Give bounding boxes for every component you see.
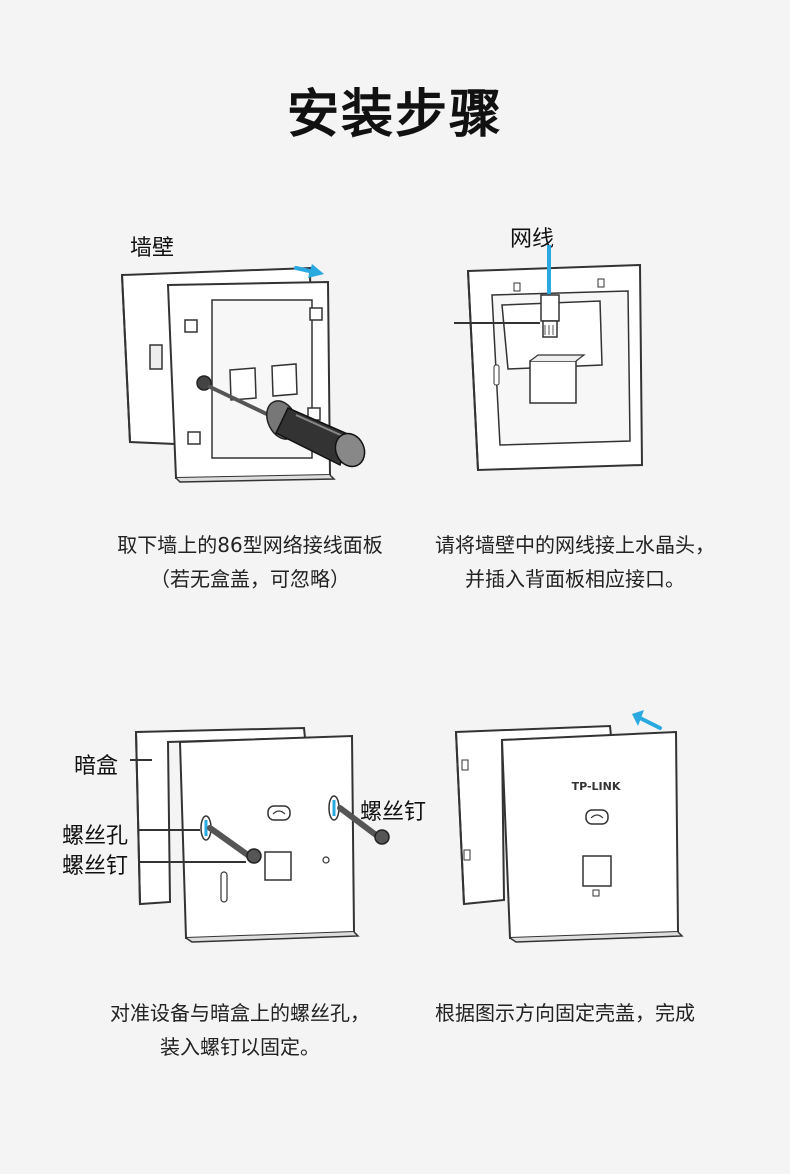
step-2-caption-line-2: 并插入背面板相应接口。 [465, 567, 685, 591]
hole-label: 螺丝孔 [62, 824, 129, 849]
step-1-caption-line-2: （若无盒盖，可忽略） [150, 567, 350, 591]
screw-left-label: 螺丝钉 [62, 854, 129, 879]
step-4-caption: 根据图示方向固定壳盖，完成 [410, 996, 720, 1030]
install-screws-drawing [130, 726, 390, 943]
step-3-illustration: 暗盒 螺丝孔 螺丝钉 螺丝钉 [60, 720, 440, 950]
cable-label: 网线 [510, 227, 555, 252]
step-3-caption-line-1: 对准设备与暗盒上的螺丝孔， [110, 1001, 370, 1025]
step-4-illustration: TP-LINK [440, 700, 700, 950]
connect-cable-drawing [454, 245, 644, 472]
step-2-caption: 请将墙壁中的网线接上水晶头， 并插入背面板相应接口。 [410, 528, 740, 596]
wall-label: 墙壁 [130, 236, 175, 261]
brand-logo: TP-LINK [572, 780, 621, 793]
step-3-caption-line-2: 装入螺钉以固定。 [160, 1035, 320, 1059]
step-3-caption: 对准设备与暗盒上的螺丝孔， 装入螺钉以固定。 [80, 996, 400, 1064]
step-1-caption-line-1: 取下墙上的86型网络接线面板 [117, 533, 383, 557]
close-cover-drawing: TP-LINK [454, 710, 684, 943]
step-2-caption-line-1: 请将墙壁中的网线接上水晶头， [435, 533, 715, 557]
screw-right-label: 螺丝钉 [360, 800, 427, 825]
step-2-illustration: 网线 [450, 215, 750, 485]
step-1-caption: 取下墙上的86型网络接线面板 （若无盒盖，可忽略） [90, 528, 410, 596]
box-label: 暗盒 [74, 754, 119, 779]
step-4-caption-line-1: 根据图示方向固定壳盖，完成 [435, 1001, 695, 1025]
page-title: 安装步骤 [286, 85, 503, 145]
step-1-illustration: 墙壁 [100, 220, 400, 490]
remove-panel-drawing [120, 264, 366, 483]
